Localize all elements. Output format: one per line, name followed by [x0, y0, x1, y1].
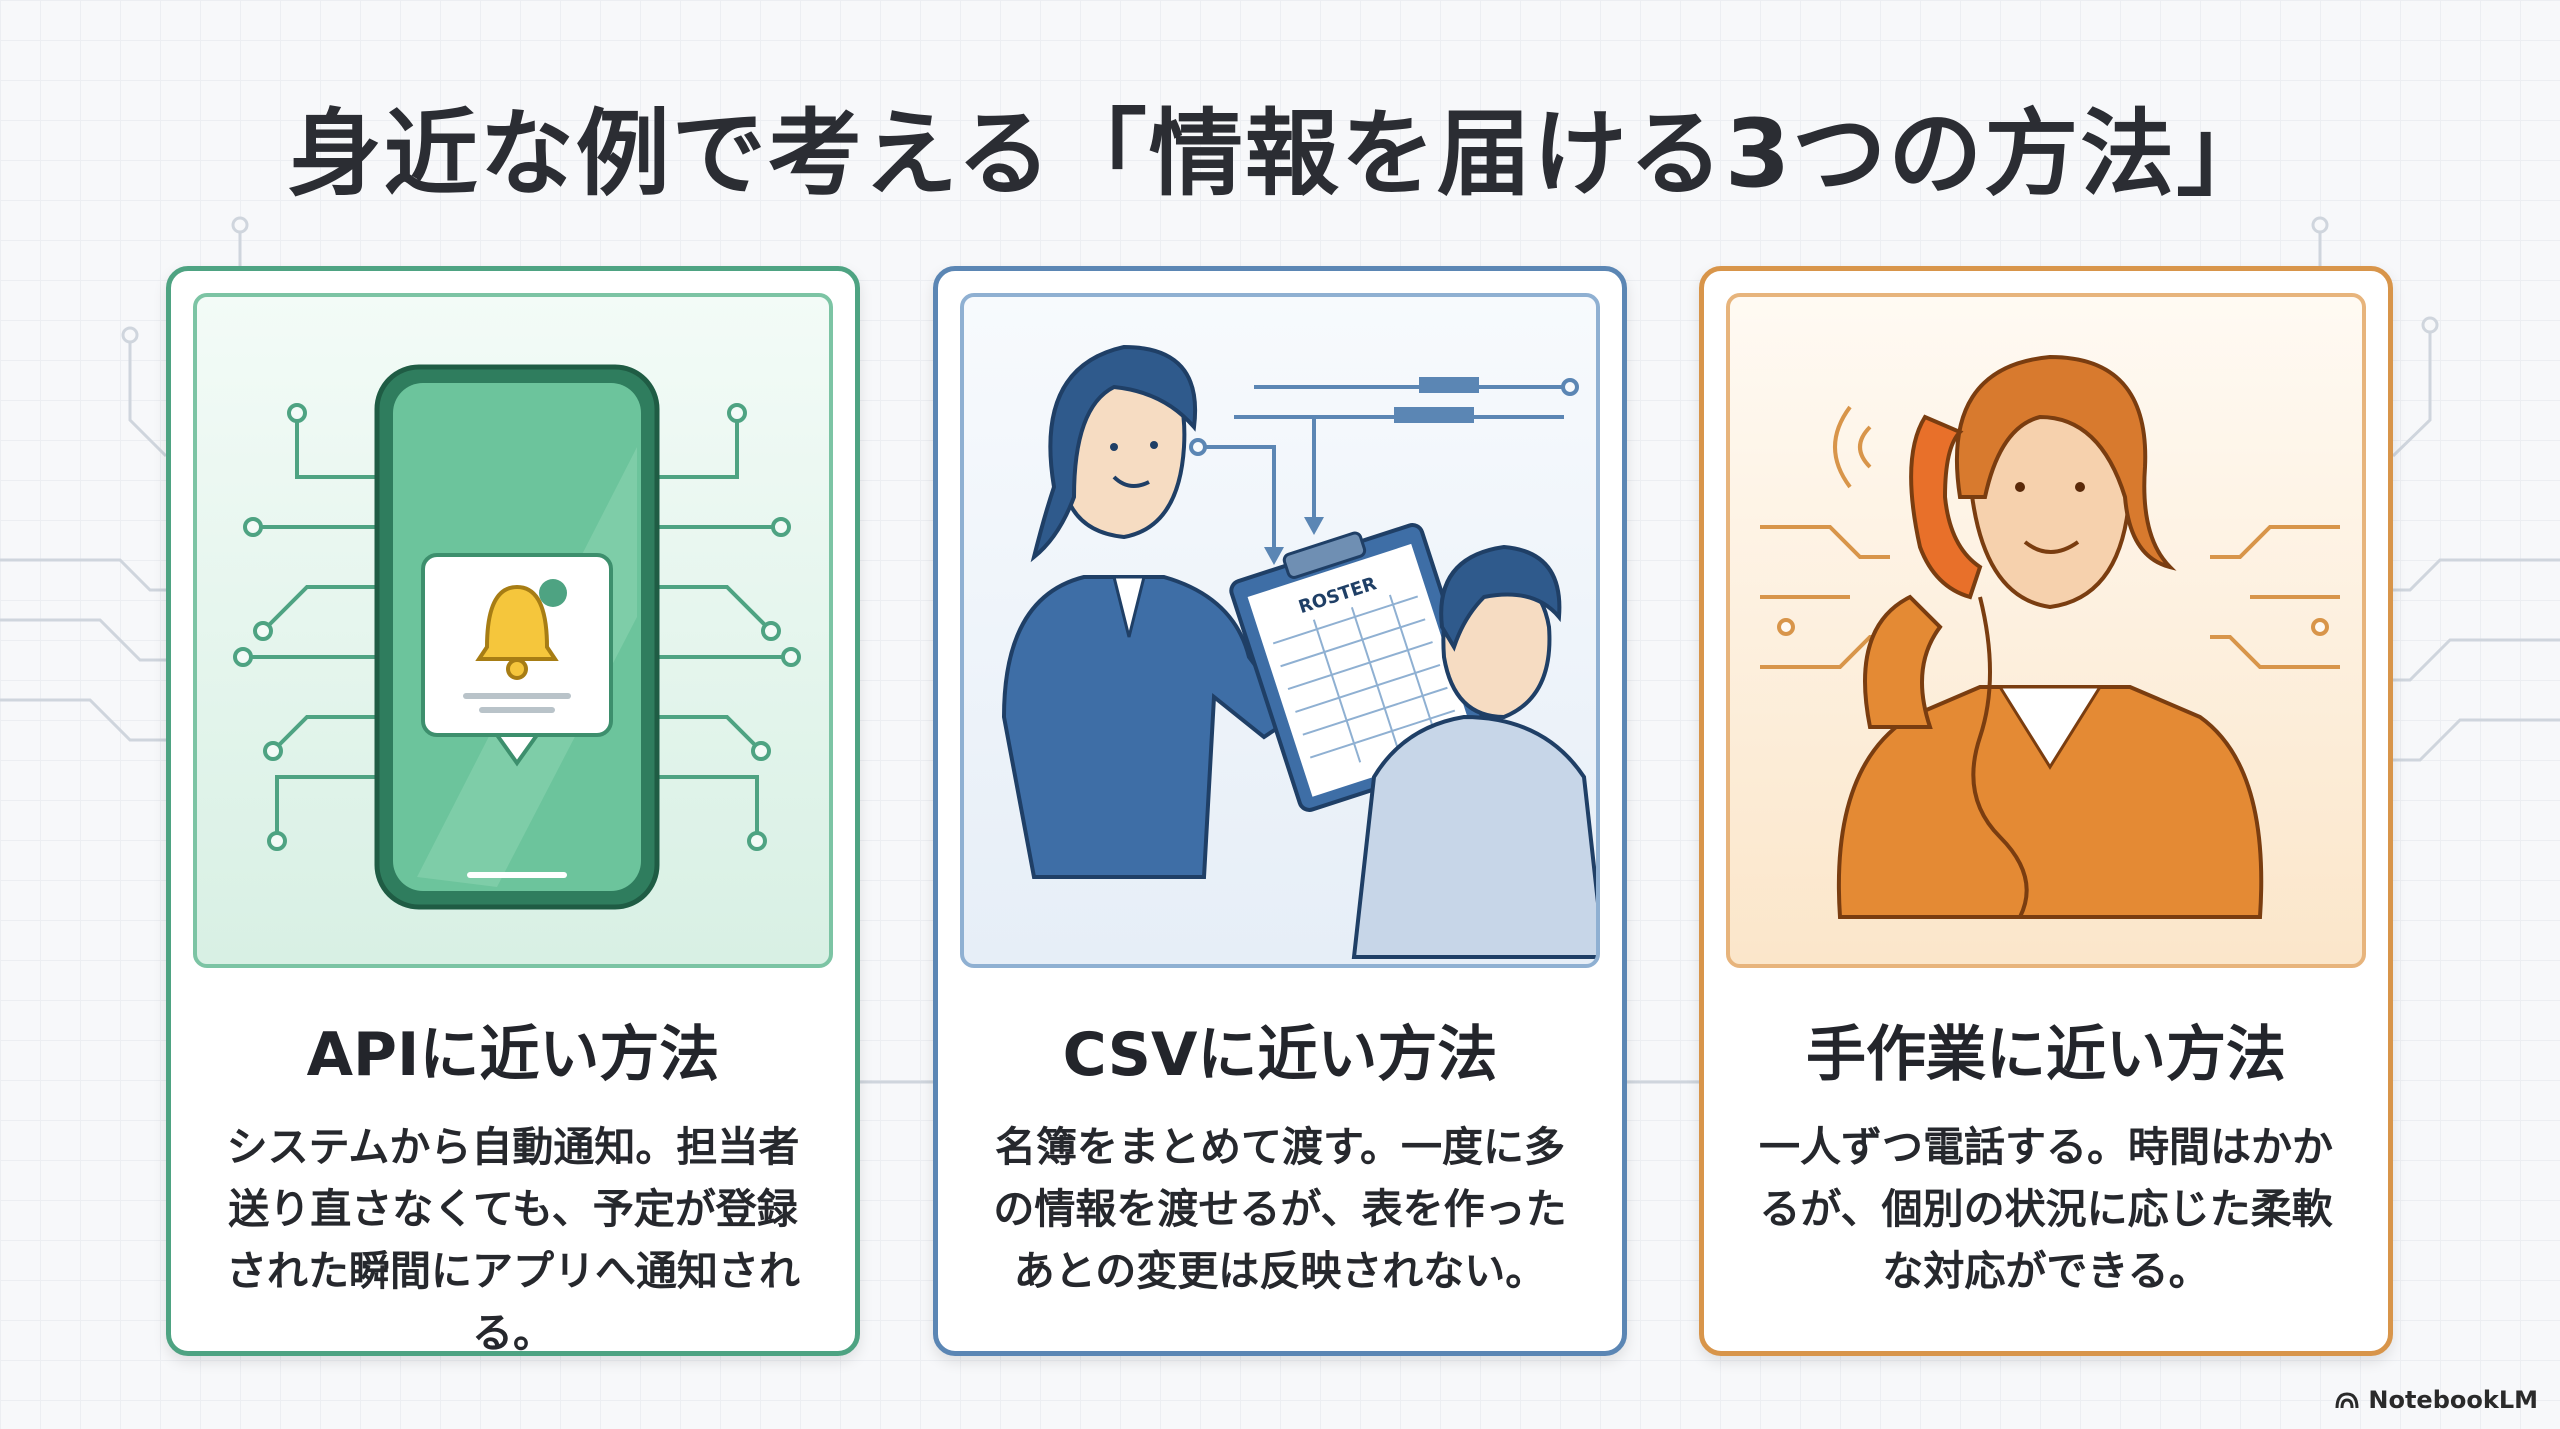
- card-csv-description: 名簿をまとめて渡す。一度に多の情報を渡せるが、表を作ったあとの変更は反映されない…: [993, 1123, 1567, 1295]
- card-csv: ROSTER CSVに近い方法 名簿をまとめて渡す。一度に多の情報を渡せるが、表…: [933, 266, 1627, 1356]
- phone-call-icon: [1760, 354, 2340, 919]
- card-manual-description: 一人ずつ電話する。時間はかかるが、個別の状況に応じた柔軟な対応ができる。: [1759, 1123, 2333, 1295]
- smartphone-bell-icon: [233, 364, 801, 910]
- api-illustration-panel: [193, 293, 833, 968]
- manual-illustration-panel: [1726, 293, 2366, 968]
- card-api: APIに近い方法 システムから自動通知。担当者送り直さなくても、予定が登録された…: [166, 266, 860, 1357]
- card-csv-title: CSVに近い方法: [1062, 1020, 1498, 1090]
- card-api-title: APIに近い方法: [306, 1020, 720, 1090]
- card-manual: 手作業に近い方法 一人ずつ電話する。時間はかかるが、個別の状況に応じた柔軟な対応…: [1699, 266, 2393, 1356]
- page-title: 身近な例で考える「情報を届ける3つの方法」: [287, 100, 2273, 209]
- brand-badge: NotebookLM: [2334, 1386, 2538, 1414]
- card-api-description: システムから自動通知。担当者送り直さなくても、予定が登録された瞬間にアプリへ通知…: [226, 1123, 800, 1357]
- brand-name: NotebookLM: [2368, 1386, 2538, 1414]
- card-manual-title: 手作業に近い方法: [1806, 1020, 2286, 1090]
- notebooklm-logo-icon: [2335, 1392, 2359, 1409]
- roster-handover-icon: ROSTER: [1001, 344, 1596, 959]
- csv-illustration-panel: ROSTER: [960, 293, 1600, 968]
